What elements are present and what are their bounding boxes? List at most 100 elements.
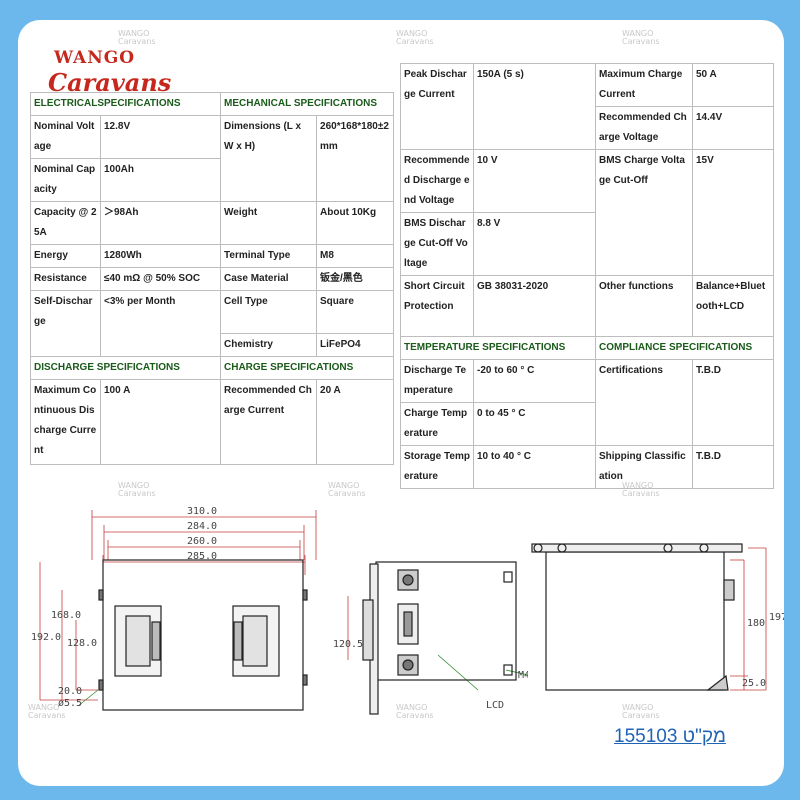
watermark-line2: Caravans	[622, 489, 660, 498]
spec-value: 10 V	[473, 149, 596, 213]
watermark-line1: WANGO	[118, 29, 150, 38]
spec-label: Dimensions (L x W x H)	[220, 115, 318, 202]
spec-value: 14.4V	[696, 112, 723, 123]
front-view-drawing: 310.0 284.0 260.0 285.0 192.0 168.0 128.…	[31, 506, 317, 711]
watermark-line2: Caravans	[118, 37, 156, 46]
logo-line1: WANGO	[54, 48, 136, 68]
spec-label: Chemistry	[220, 333, 318, 357]
discharge-specifications-header: DISCHARGE SPECIFICATIONS	[29, 356, 222, 380]
side-view-drawing: 120.5 LCD M4	[333, 561, 528, 715]
dim-128: 128.0	[67, 638, 97, 649]
left-spec-table: ELECTRICALSPECIFICATIONS MECHANICAL SPEC…	[29, 92, 395, 465]
watermark-line2: Caravans	[28, 711, 66, 720]
compliance-specifications-header: COMPLIANCE SPECIFICATIONS	[595, 336, 774, 360]
part-number-link[interactable]: מק"ט 155103	[614, 726, 726, 747]
temperature-specifications-header: TEMPERATURE SPECIFICATIONS	[400, 336, 596, 360]
dim-168: 168.0	[51, 610, 81, 621]
spec-label: Recommended Charge Current	[220, 379, 318, 465]
spec-cell: Maximum Charge Current Recommended Charg…	[595, 63, 693, 150]
spec-value: 10 to 40 ° C	[473, 445, 596, 489]
spec-value: 100Ah	[99, 158, 222, 202]
watermark-line1: WANGO	[28, 703, 60, 712]
spec-label: Weight	[220, 201, 318, 245]
spec-value: 12.8V	[99, 115, 222, 159]
spec-value: 8.8 V	[473, 212, 596, 276]
dim-285: 285.0	[187, 551, 217, 562]
spec-value: 100 A	[99, 379, 222, 465]
spec-value: 0 to 45 ° C	[473, 402, 596, 446]
spec-value: 钣金/黑色	[316, 267, 395, 291]
spec-label: Recommended Discharge end Voltage	[400, 149, 474, 213]
spec-value: T.B.D	[692, 359, 774, 446]
spec-label: Capacity @ 25A	[30, 201, 101, 245]
dim-20: 20.0	[58, 686, 82, 697]
dim-180: 180	[747, 618, 765, 629]
lcd-label: LCD	[486, 700, 504, 711]
charge-specifications-header: CHARGE SPECIFICATIONS	[220, 356, 395, 380]
spec-value: <3% per Month	[99, 290, 222, 357]
spec-value: 1280Wh	[99, 244, 222, 268]
spec-label: Cell Type	[220, 290, 318, 334]
spec-label: Nominal Voltage	[30, 115, 101, 159]
dim-260: 260.0	[187, 536, 217, 547]
spec-label: Other functions	[595, 275, 693, 337]
m4-label: M4	[518, 670, 528, 681]
watermark-line2: Caravans	[328, 489, 366, 498]
watermark-line2: Caravans	[396, 37, 434, 46]
spec-value: LiFePO4	[316, 333, 395, 357]
spec-label: Self-Discharge	[30, 290, 101, 357]
dim-197: 197	[769, 612, 784, 623]
spec-value: Balance+Bluetooth+LCD	[692, 275, 774, 337]
dim-25: 25.0	[742, 678, 766, 689]
spec-label: Storage Temperature	[400, 445, 474, 489]
spec-cell: 50 A 14.4V	[692, 63, 774, 150]
spec-label: Discharge Temperature	[400, 359, 474, 403]
spec-value: GB 38031-2020	[473, 275, 596, 337]
mechanical-specifications-header: MECHANICAL SPECIFICATIONS	[220, 92, 395, 116]
watermark-line1: WANGO	[396, 29, 428, 38]
spec-label: Terminal Type	[220, 244, 318, 268]
spec-label: Shipping Classification	[595, 445, 693, 489]
right-spec-table: Peak Discharge Current 150A (5 s) Maximu…	[400, 63, 774, 489]
spec-value: 50 A	[693, 65, 773, 107]
watermark-line2: Caravans	[118, 489, 156, 498]
spec-value: -20 to 60 ° C	[473, 359, 596, 403]
dim-120-5: 120.5	[333, 639, 363, 650]
spec-value: About 10Kg	[316, 201, 395, 245]
watermark-line2: Caravans	[622, 711, 660, 720]
spec-label: BMS Discharge Cut-Off Voltage	[400, 212, 474, 276]
spec-label: Peak Discharge Current	[400, 63, 474, 150]
spec-label: Resistance	[30, 267, 101, 291]
spec-value: ≤40 mΩ @ 50% SOC	[99, 267, 222, 291]
electrical-specifications-header: ELECTRICALSPECIFICATIONS	[29, 92, 222, 116]
watermark-line1: WANGO	[622, 29, 654, 38]
watermark-line1: WANGO	[396, 703, 428, 712]
spec-label: Charge Temperature	[400, 402, 474, 446]
watermark-line1: WANGO	[622, 703, 654, 712]
spec-value: Square	[316, 290, 395, 334]
spec-label: Certifications	[595, 359, 693, 446]
spec-label: BMS Charge Voltage Cut-Off	[595, 149, 693, 276]
dim-310: 310.0	[187, 506, 217, 517]
dim-5-5: ø5.5	[58, 698, 82, 709]
spec-label: Case Material	[220, 267, 318, 291]
spec-value: 260*168*180±2mm	[316, 115, 395, 202]
spec-value: M8	[316, 244, 395, 268]
spec-label: Nominal Capacity	[30, 158, 101, 202]
spec-label: Energy	[30, 244, 101, 268]
spec-label: Short Circuit Protection	[400, 275, 474, 337]
spec-value: 150A (5 s)	[473, 63, 596, 150]
spec-value: T.B.D	[692, 445, 774, 489]
spec-value: ＞98Ah	[99, 201, 222, 245]
spec-value: 15V	[692, 149, 774, 276]
watermark-line2: Caravans	[396, 711, 434, 720]
spec-label: Maximum Continuous Discharge Current	[30, 379, 101, 465]
watermark-line1: WANGO	[328, 481, 360, 490]
